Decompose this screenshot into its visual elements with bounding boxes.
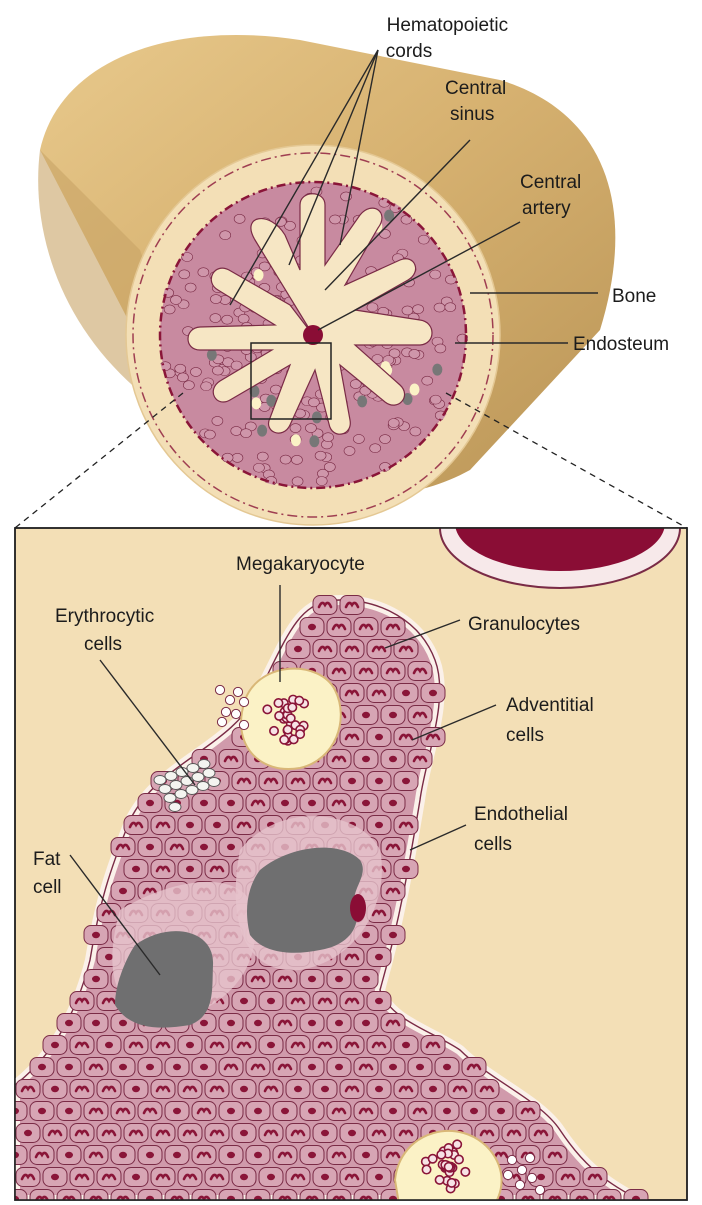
zoom-line-left [15, 393, 183, 528]
label-granulocytes: Granulocytes [468, 614, 580, 635]
marrow-cross-section [160, 182, 468, 488]
label-endosteum: Endosteum [573, 334, 669, 355]
magnified-panel [3, 468, 687, 1205]
label-megakaryocyte: Megakaryocyte [236, 554, 365, 575]
label-bone: Bone [612, 286, 656, 307]
label-hematopoietic-cords: Hematopoietic cords [386, 15, 514, 62]
zoom-line-right [446, 393, 687, 528]
central-artery-dot [303, 325, 323, 345]
